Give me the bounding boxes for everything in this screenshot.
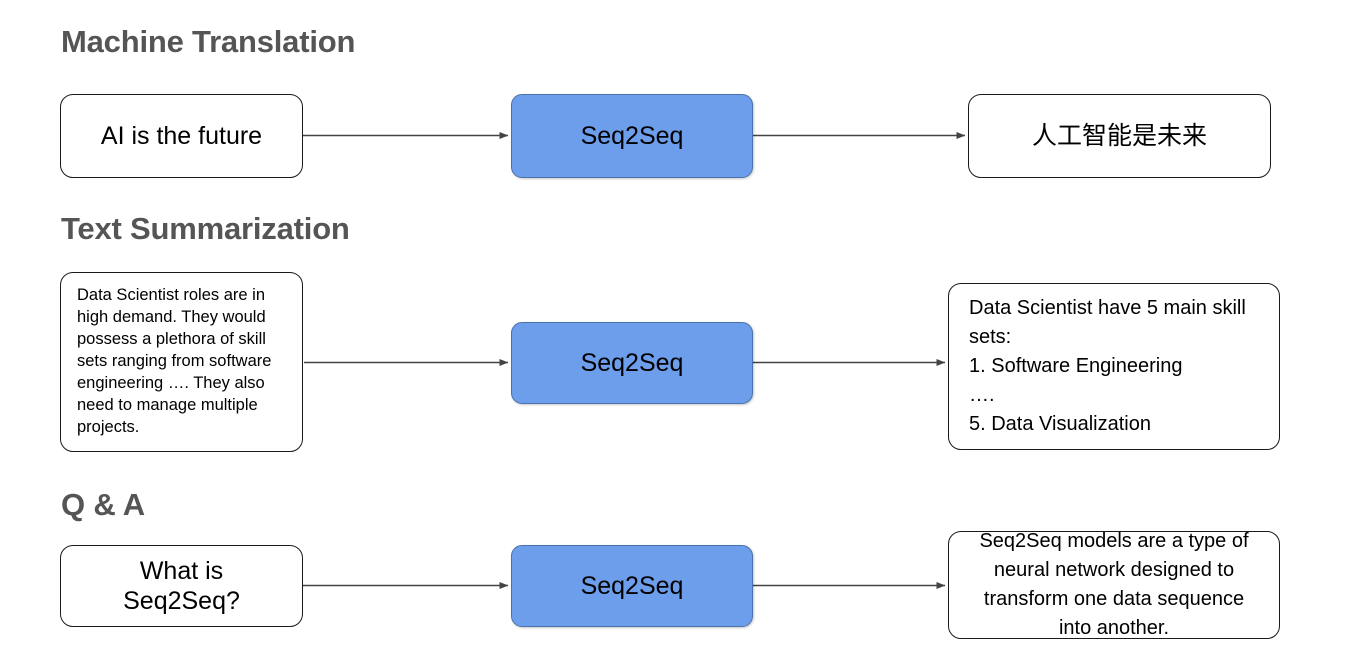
model-box-q-and-a: Seq2Seq — [511, 545, 753, 627]
model-label-text-summarization: Seq2Seq — [580, 348, 684, 377]
section-title-text-summarization: Text Summarization — [61, 211, 350, 246]
output-box-q-and-a: Seq2Seq models are a type of neural netw… — [948, 530, 1280, 639]
output-box-text-summarization: Data Scientist have 5 main skill sets: 1… — [948, 283, 1280, 450]
model-label-q-and-a: Seq2Seq — [580, 571, 684, 600]
input-text-machine-translation: AI is the future — [100, 121, 263, 150]
input-box-q-and-a: What is Seq2Seq? — [60, 545, 303, 627]
model-box-machine-translation: Seq2Seq — [511, 94, 753, 178]
output-text-q-and-a: Seq2Seq models are a type of neural netw… — [979, 530, 1249, 639]
input-box-machine-translation: AI is the future — [60, 94, 303, 178]
model-box-text-summarization: Seq2Seq — [511, 322, 753, 404]
input-text-q-and-a: What is Seq2Seq? — [123, 556, 240, 616]
output-box-machine-translation: 人工智能是未来 — [968, 94, 1271, 178]
section-title-machine-translation: Machine Translation — [61, 24, 356, 59]
output-text-text-summarization: Data Scientist have 5 main skill sets: 1… — [969, 297, 1246, 435]
section-title-q-and-a: Q & A — [61, 487, 145, 522]
input-box-text-summarization: Data Scientist roles are in high demand.… — [60, 272, 303, 452]
output-text-machine-translation: 人工智能是未来 — [1031, 121, 1207, 150]
model-label-machine-translation: Seq2Seq — [580, 121, 684, 150]
input-text-text-summarization: Data Scientist roles are in high demand.… — [77, 286, 272, 436]
